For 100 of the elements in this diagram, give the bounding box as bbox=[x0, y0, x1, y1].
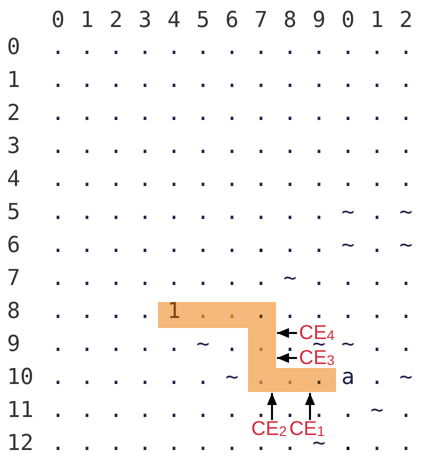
row-number: 9 bbox=[7, 336, 20, 354]
grid-symbol: . bbox=[167, 237, 181, 256]
grid-symbol: . bbox=[254, 171, 268, 190]
column-number: 1 bbox=[370, 12, 384, 30]
grid-symbol: . bbox=[109, 303, 123, 322]
grid-symbol: . bbox=[254, 204, 268, 222]
grid-symbol: . bbox=[399, 303, 413, 322]
grid-symbol: . bbox=[109, 402, 123, 420]
row-number: 1 bbox=[7, 72, 20, 90]
row-number: 3 bbox=[7, 138, 20, 156]
grid-symbol: . bbox=[254, 105, 268, 124]
grid-symbol: . bbox=[225, 39, 239, 58]
grid-symbol: . bbox=[167, 171, 181, 190]
grid-symbol: . bbox=[254, 237, 268, 256]
row-number: 5 bbox=[7, 204, 20, 222]
grid-symbol: . bbox=[312, 237, 326, 256]
grid-symbol: . bbox=[80, 402, 94, 420]
grid-symbol: . bbox=[254, 138, 268, 156]
grid-symbol: . bbox=[138, 336, 152, 354]
grid-symbol: . bbox=[51, 270, 65, 288]
grid-symbol: . bbox=[196, 105, 210, 124]
grid-symbol: . bbox=[283, 138, 297, 156]
grid-symbol: . bbox=[80, 369, 94, 388]
column-number: 6 bbox=[225, 12, 239, 30]
grid-symbol: . bbox=[312, 270, 326, 288]
grid-symbol: ~ bbox=[399, 237, 413, 256]
grid-symbol: . bbox=[254, 369, 268, 388]
grid-symbol: . bbox=[312, 204, 326, 222]
grid-symbol: . bbox=[109, 39, 123, 58]
grid-symbol: . bbox=[80, 138, 94, 156]
grid-symbol: ~ bbox=[370, 402, 384, 420]
grid-symbol: . bbox=[370, 270, 384, 288]
grid-symbol: . bbox=[283, 435, 297, 454]
grid-symbol: . bbox=[399, 402, 413, 420]
grid-symbol: . bbox=[312, 39, 326, 58]
grid-symbol: . bbox=[370, 237, 384, 256]
grid-symbol: . bbox=[51, 72, 65, 90]
grid-symbol: . bbox=[138, 171, 152, 190]
row-number: 10 bbox=[7, 369, 34, 388]
grid-symbol: . bbox=[51, 171, 65, 190]
column-number: 9 bbox=[312, 12, 326, 30]
column-number: 7 bbox=[254, 12, 268, 30]
grid-symbol: . bbox=[312, 72, 326, 90]
row-number: 2 bbox=[7, 105, 20, 124]
grid-symbol: . bbox=[341, 171, 355, 190]
grid-symbol: . bbox=[80, 204, 94, 222]
grid-symbol: . bbox=[196, 270, 210, 288]
grid-symbol: a bbox=[341, 369, 355, 388]
column-number: 0 bbox=[341, 12, 355, 30]
column-number: 0 bbox=[51, 12, 65, 30]
grid-symbol: . bbox=[399, 39, 413, 58]
grid-symbol: ~ bbox=[341, 237, 355, 256]
grid-symbol: . bbox=[225, 336, 239, 354]
grid-symbol: 1 bbox=[167, 303, 181, 322]
grid-symbol: . bbox=[370, 39, 384, 58]
grid-symbol: . bbox=[312, 171, 326, 190]
grid-symbol: . bbox=[225, 171, 239, 190]
grid-symbol: . bbox=[109, 270, 123, 288]
grid-symbol: . bbox=[167, 138, 181, 156]
grid-symbol: . bbox=[109, 435, 123, 454]
grid-symbol: . bbox=[51, 402, 65, 420]
grid-symbol: . bbox=[341, 39, 355, 58]
grid-symbol: . bbox=[196, 369, 210, 388]
grid-symbol: . bbox=[399, 138, 413, 156]
grid-symbol: . bbox=[138, 204, 152, 222]
grid-symbol: . bbox=[399, 435, 413, 454]
grid-symbol: . bbox=[225, 402, 239, 420]
arrow bbox=[267, 393, 277, 420]
grid-symbol: . bbox=[80, 237, 94, 256]
grid-symbol: . bbox=[167, 204, 181, 222]
grid-symbol: . bbox=[167, 39, 181, 58]
grid-symbol: . bbox=[370, 204, 384, 222]
row-number: 0 bbox=[7, 39, 20, 58]
grid-symbol: . bbox=[283, 402, 297, 420]
grid-symbol: . bbox=[167, 270, 181, 288]
grid-symbol: . bbox=[138, 369, 152, 388]
grid-symbol: . bbox=[283, 171, 297, 190]
grid-symbol: . bbox=[51, 369, 65, 388]
row-number: 8 bbox=[7, 303, 20, 322]
grid-symbol: . bbox=[51, 336, 65, 354]
grid-symbol: . bbox=[138, 402, 152, 420]
grid-symbol: . bbox=[109, 237, 123, 256]
grid-symbol: ~ bbox=[283, 270, 297, 288]
grid-symbol: . bbox=[196, 303, 210, 322]
grid-symbol: . bbox=[254, 435, 268, 454]
grid-symbol: . bbox=[254, 39, 268, 58]
grid-symbol: . bbox=[51, 138, 65, 156]
grid-symbol: . bbox=[341, 105, 355, 124]
grid-symbol: . bbox=[196, 237, 210, 256]
grid-symbol: . bbox=[370, 369, 384, 388]
grid-symbol: . bbox=[225, 72, 239, 90]
grid-symbol: . bbox=[109, 105, 123, 124]
grid-symbol: . bbox=[254, 402, 268, 420]
grid-symbol: . bbox=[138, 138, 152, 156]
grid-symbol: . bbox=[254, 303, 268, 322]
grid-symbol: . bbox=[370, 105, 384, 124]
grid-symbol: . bbox=[51, 204, 65, 222]
grid-symbol: . bbox=[109, 204, 123, 222]
grid-symbol: . bbox=[138, 105, 152, 124]
grid-symbol: . bbox=[341, 402, 355, 420]
